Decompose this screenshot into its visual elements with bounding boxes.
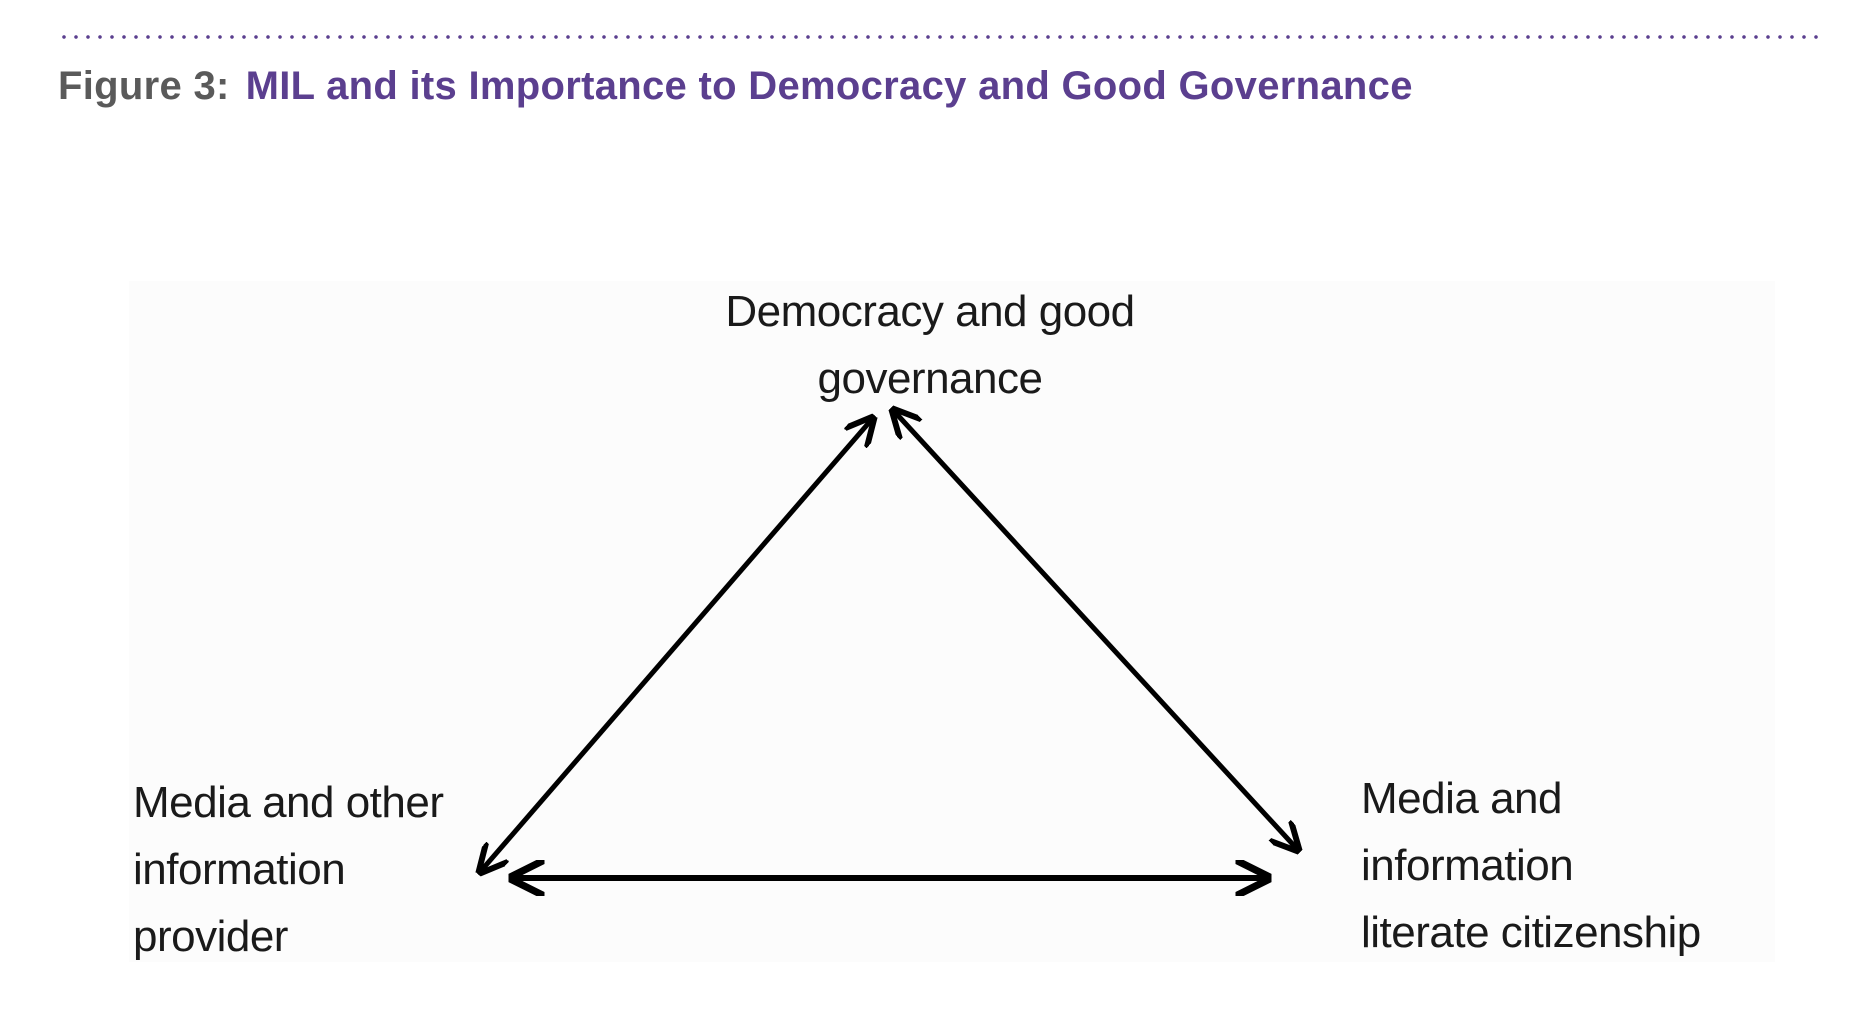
figure-caption: Figure 3: MIL and its Importance to Democ… <box>58 64 1413 109</box>
node-literate-citizenship: Media and information literate citizensh… <box>1361 765 1701 966</box>
node-line: information <box>133 845 346 894</box>
node-line: Democracy and good <box>725 287 1135 336</box>
figure-number: Figure 3: <box>58 64 230 108</box>
node-line: Media and other <box>133 778 444 827</box>
arrow-left-top <box>480 418 873 872</box>
figure-title: MIL and its Importance to Democracy and … <box>245 64 1413 108</box>
node-line: governance <box>817 354 1043 403</box>
node-line: Media and <box>1361 774 1562 823</box>
arrow-top-right <box>893 410 1298 850</box>
node-line: literate citizenship <box>1361 908 1701 957</box>
dotted-divider <box>58 35 1818 39</box>
node-line: provider <box>133 912 288 961</box>
node-line: information <box>1361 841 1574 890</box>
node-democracy: Democracy and good governance <box>725 278 1135 412</box>
node-media-provider: Media and other information provider <box>133 769 444 970</box>
